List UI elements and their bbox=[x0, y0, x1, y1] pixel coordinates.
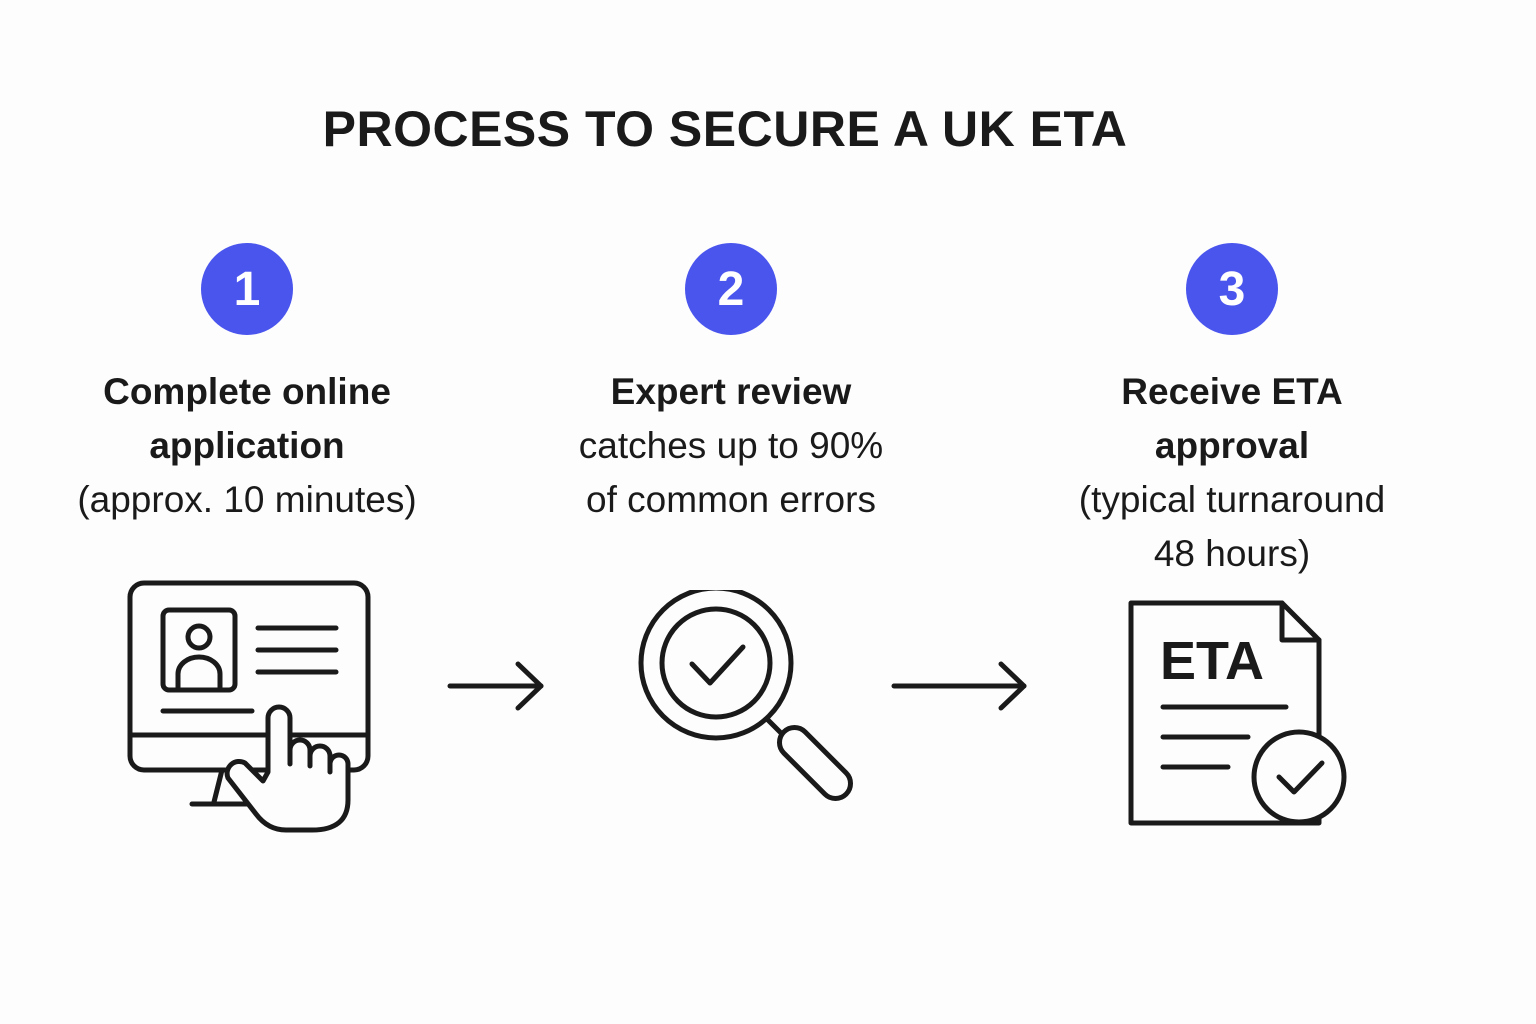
step-3-badge: 3 bbox=[1186, 243, 1278, 335]
step-1-heading-line2: application bbox=[149, 425, 345, 466]
step-1-text: Complete online application (approx. 10 … bbox=[57, 365, 437, 527]
computer-application-icon bbox=[127, 580, 371, 833]
eta-document-label: ETA bbox=[1160, 631, 1264, 691]
step-3-text: Receive ETA approval (typical turnaround… bbox=[1042, 365, 1422, 581]
step-1-heading-line1: Complete online bbox=[103, 371, 391, 412]
page-title: PROCESS TO SECURE A UK ETA bbox=[322, 101, 1128, 157]
step-3-note-line1: (typical turnaround bbox=[1078, 479, 1386, 520]
magnifier-check-icon bbox=[638, 590, 854, 802]
step-3: 3 Receive ETA approval (typical turnarou… bbox=[1042, 243, 1422, 581]
step-1-badge: 1 bbox=[201, 243, 293, 335]
step-2-note-line2: of common errors bbox=[586, 479, 876, 520]
step-2-text: Expert review catches up to 90% of commo… bbox=[541, 365, 921, 527]
step-2: 2 Expert review catches up to 90% of com… bbox=[541, 243, 921, 527]
step-2-heading-line1: Expert review bbox=[610, 371, 852, 412]
step-3-note-line2: 48 hours) bbox=[1153, 533, 1311, 574]
step-2-note-line1: catches up to 90% bbox=[578, 425, 884, 466]
arrow-right-icon-2 bbox=[891, 661, 1027, 711]
step-2-badge: 2 bbox=[685, 243, 777, 335]
eta-document-approved-icon: ETA bbox=[1128, 600, 1347, 826]
arrow-right-icon-1 bbox=[447, 661, 544, 711]
step-3-heading-line1: Receive ETA bbox=[1121, 371, 1343, 412]
step-1: 1 Complete online application (approx. 1… bbox=[57, 243, 437, 527]
step-1-note-line1: (approx. 10 minutes) bbox=[77, 479, 417, 520]
step-3-heading-line2: approval bbox=[1154, 425, 1310, 466]
